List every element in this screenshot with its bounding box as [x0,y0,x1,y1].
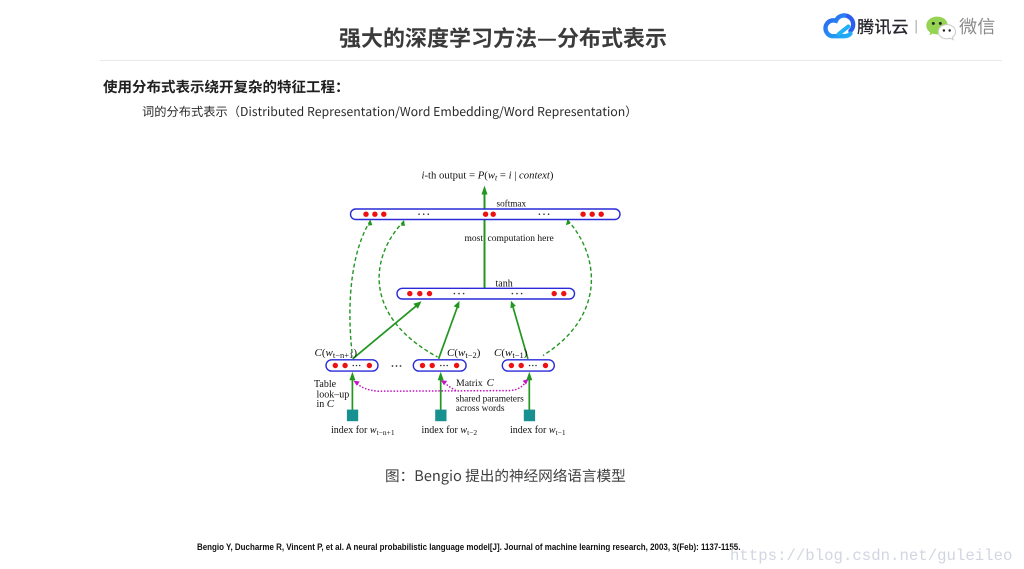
svg-text:softmax: softmax [497,199,527,209]
svg-text:index for wt−1: index for wt−1 [510,425,566,437]
svg-text:Matrix C: Matrix C [456,377,495,389]
svg-text:C(wt−2): C(wt−2) [447,347,481,360]
svg-text:most: most [465,234,484,244]
svg-text:Table: Table [314,379,337,390]
svg-text:across words: across words [456,404,505,414]
svg-text:C(wt−1): C(wt−1) [494,347,528,360]
svg-text:tanh: tanh [496,279,513,290]
svg-text:index for wt−2: index for wt−2 [422,425,478,437]
svg-text:in C: in C [317,398,335,410]
svg-text:index for wt−n+1: index for wt−n+1 [331,425,395,437]
svg-text:computation here: computation here [488,234,554,244]
svg-text:C(wt−n+1): C(wt−n+1) [315,347,358,360]
svg-text:look–up: look–up [317,389,350,400]
svg-text:i-th output = P(wt = i | conte: i-th output = P(wt = i | context) [422,169,554,182]
svg-text:shared parameters: shared parameters [456,395,524,405]
